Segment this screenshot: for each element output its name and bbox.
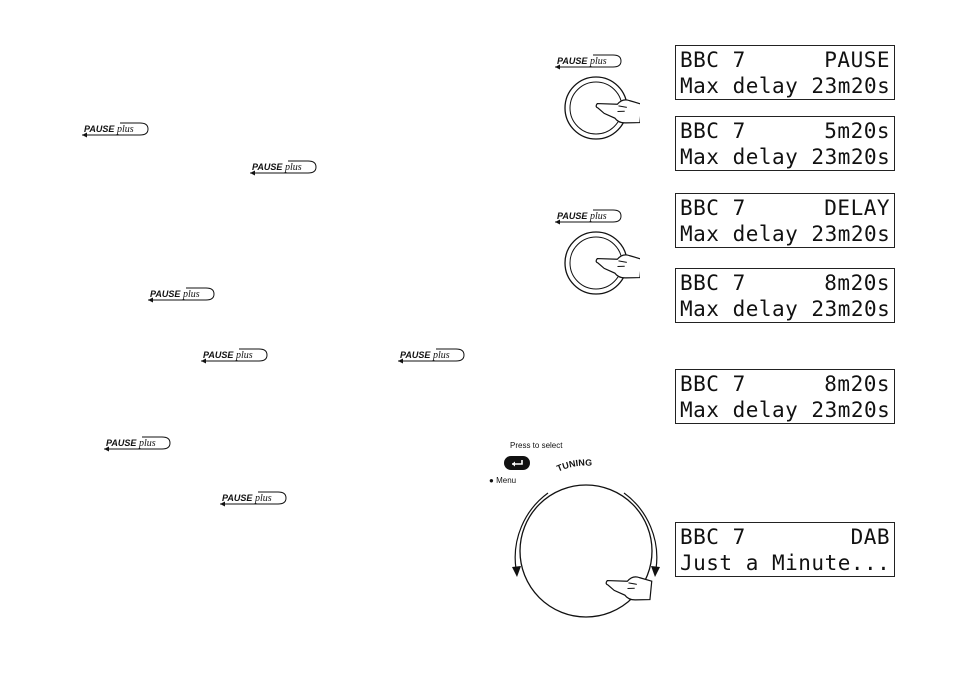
rotate-left-arrow-icon <box>514 492 549 570</box>
pointing-hand-icon <box>595 99 640 124</box>
lcd-display: BBC 7 5m20s Max delay 23m20s <box>675 116 895 171</box>
menu-label: Menu <box>496 476 517 485</box>
status-text: DAB <box>850 525 890 549</box>
enter-button-icon[interactable] <box>503 455 531 471</box>
pauseplus-logo-icon <box>218 489 288 509</box>
lcd-display: BBC 7 DELAY Max delay 23m20s <box>675 193 895 248</box>
status-text: DELAY <box>824 196 890 220</box>
info-text: Max delay 23m20s <box>680 145 891 169</box>
info-text: Max delay 23m20s <box>680 398 891 422</box>
menu-label-group: ● Menu <box>489 476 516 485</box>
info-text: Max delay 23m20s <box>680 74 891 98</box>
pointing-hand-icon <box>605 576 653 601</box>
station-name: BBC 7 <box>680 196 746 220</box>
status-text: 5m20s <box>824 119 890 143</box>
status-text: PAUSE <box>824 48 890 72</box>
station-name: BBC 7 <box>680 119 746 143</box>
station-name: BBC 7 <box>680 271 746 295</box>
rotate-right-arrow-icon <box>623 492 658 570</box>
lcd-display: BBC 7 8m20s Max delay 23m20s <box>675 369 895 424</box>
station-name: BBC 7 <box>680 525 746 549</box>
press-to-select-label: Press to select <box>510 441 563 450</box>
pause-plus-button-illustration <box>554 209 640 295</box>
pauseplus-logo-icon <box>248 158 318 178</box>
status-text: 8m20s <box>824 271 890 295</box>
pauseplus-logo-icon <box>80 120 150 140</box>
pauseplus-logo-icon <box>102 434 172 454</box>
lcd-display: BBC 7 DAB Just a Minute... <box>675 522 895 577</box>
pauseplus-logo-icon <box>199 346 269 366</box>
pauseplus-logo-icon <box>396 346 466 366</box>
tuning-label: TUNING <box>555 457 592 473</box>
status-text: 8m20s <box>824 372 890 396</box>
lcd-display: BBC 7 8m20s Max delay 23m20s <box>675 268 895 323</box>
pauseplus-logo-icon <box>146 285 216 305</box>
pointing-hand-icon <box>595 254 640 279</box>
station-name: BBC 7 <box>680 48 746 72</box>
tuning-dial-illustration: TUNING <box>512 457 660 618</box>
pause-plus-button-illustration <box>554 54 640 140</box>
station-name: BBC 7 <box>680 372 746 396</box>
bullet-icon: ● <box>489 476 494 485</box>
info-text: Max delay 23m20s <box>680 222 891 246</box>
info-text: Just a Minute... <box>680 551 891 575</box>
lcd-display: BBC 7 PAUSE Max delay 23m20s <box>675 45 895 100</box>
info-text: Max delay 23m20s <box>680 297 891 321</box>
